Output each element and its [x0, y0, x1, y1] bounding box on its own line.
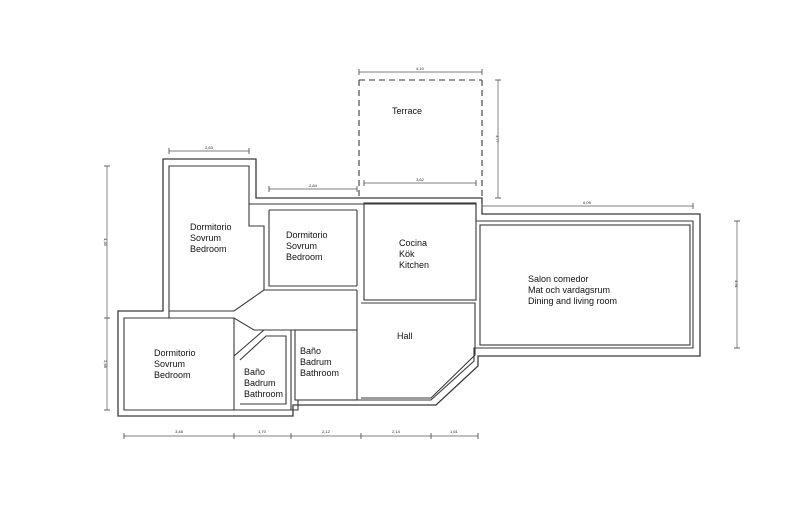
- room-labels: Terrace Dormitorio Sovrum Bedroom Dormit…: [154, 106, 617, 399]
- svg-text:Badrum: Badrum: [244, 378, 276, 388]
- dim-bottom-2: 1,70: [258, 429, 267, 434]
- svg-text:Kitchen: Kitchen: [399, 260, 429, 270]
- svg-text:Bedroom: Bedroom: [190, 244, 227, 254]
- dim-kitchen-width: 3,62: [416, 177, 425, 182]
- dim-bottom-4: 2,14: [392, 429, 401, 434]
- svg-text:Bedroom: Bedroom: [286, 252, 323, 262]
- svg-text:Kök: Kök: [399, 249, 415, 259]
- bedroom-top-left-label: Dormitorio Sovrum Bedroom: [190, 222, 232, 254]
- dim-left-upper: 4,40: [103, 238, 108, 247]
- bedroom-top-center-label: Dormitorio Sovrum Bedroom: [286, 230, 328, 262]
- svg-text:Salon comedor: Salon comedor: [528, 274, 589, 284]
- dim-left-lower: 2,66: [103, 360, 108, 369]
- dim-living-depth: 4,51: [734, 280, 739, 289]
- dim-bedroom2-width: 2,84: [309, 183, 318, 188]
- dim-bedroom1-width: 2,63: [205, 145, 214, 150]
- svg-text:Bathroom: Bathroom: [244, 389, 283, 399]
- outer-wall-inner: [123, 165, 694, 411]
- svg-text:Dormitorio: Dormitorio: [286, 230, 328, 240]
- svg-text:Sovrum: Sovrum: [286, 241, 317, 251]
- svg-text:Dining and living room: Dining and living room: [528, 296, 617, 306]
- svg-text:Sovrum: Sovrum: [154, 359, 185, 369]
- dim-terrace-width: 4,10: [416, 66, 425, 71]
- svg-text:Baño: Baño: [244, 367, 265, 377]
- svg-text:Dormitorio: Dormitorio: [190, 222, 232, 232]
- terrace-label: Terrace: [392, 106, 422, 116]
- svg-text:Dormitorio: Dormitorio: [154, 348, 196, 358]
- svg-text:Cocina: Cocina: [399, 238, 427, 248]
- bathroom-small-label: Baño Badrum Bathroom: [244, 367, 283, 399]
- terrace-outline: [358, 79, 483, 198]
- svg-text:Mat och vardagsrum: Mat och vardagsrum: [528, 285, 610, 295]
- svg-text:Sovrum: Sovrum: [190, 233, 221, 243]
- svg-text:Baño: Baño: [300, 346, 321, 356]
- svg-text:Bathroom: Bathroom: [300, 368, 339, 378]
- svg-text:Bedroom: Bedroom: [154, 370, 191, 380]
- dimension-texts: 4,10 3,77 2,63 2,84 3,62 6,09 4,40 2,66 …: [103, 66, 739, 434]
- dim-bottom-5: 1,61: [450, 429, 459, 434]
- dim-living-width: 6,09: [583, 200, 592, 205]
- outer-wall: [117, 158, 701, 417]
- dimension-lines: [104, 69, 740, 439]
- bathroom-large-label: Baño Badrum Bathroom: [300, 346, 339, 378]
- bedroom-bottom-left-label: Dormitorio Sovrum Bedroom: [154, 348, 196, 380]
- hall-label: Hall: [397, 331, 413, 341]
- svg-text:Badrum: Badrum: [300, 357, 332, 367]
- living-room-label: Salon comedor Mat och vardagsrum Dining …: [528, 274, 617, 306]
- interior-walls: [124, 202, 691, 410]
- dim-terrace-depth: 3,77: [495, 135, 500, 144]
- dim-bottom-3: 2,12: [322, 429, 331, 434]
- dim-bottom-1: 3,48: [175, 429, 184, 434]
- kitchen-label: Cocina Kök Kitchen: [399, 238, 429, 270]
